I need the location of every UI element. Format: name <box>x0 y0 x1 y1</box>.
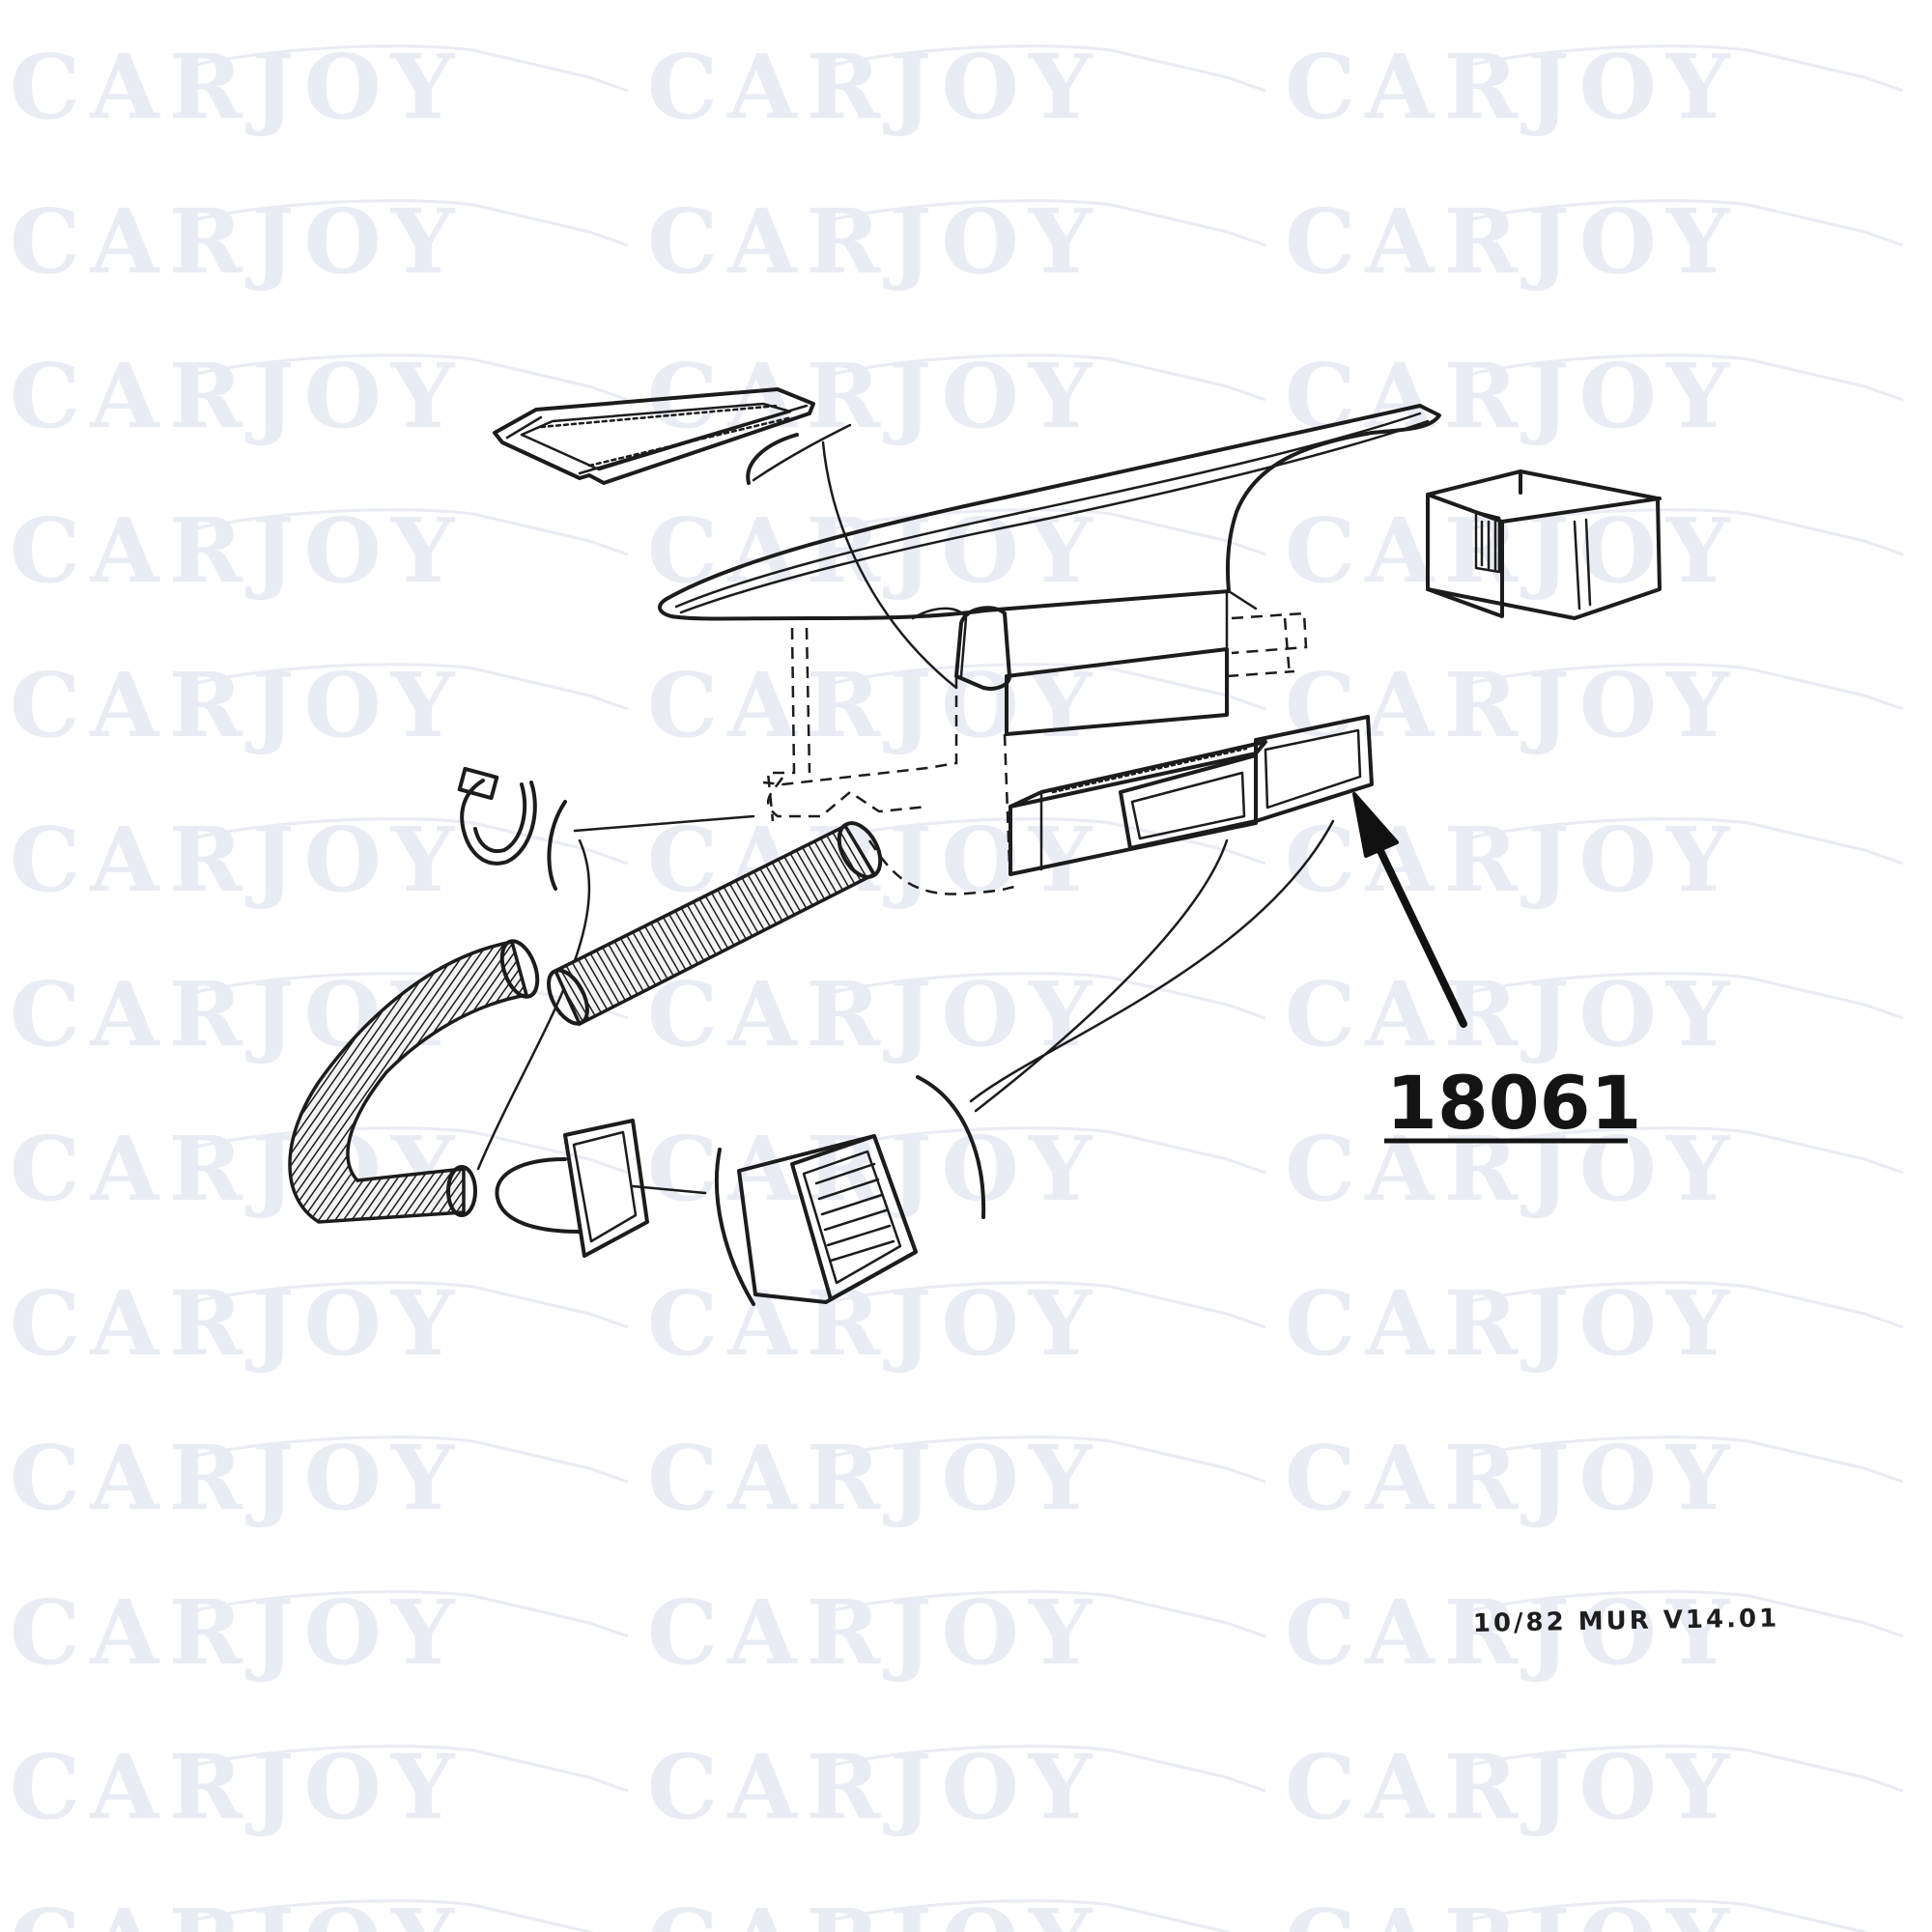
watermark-text: CARJOY <box>1285 653 1739 757</box>
car-silhouette-icon <box>183 817 629 866</box>
car-silhouette-icon <box>1458 1590 1904 1638</box>
watermark-text: CARJOY <box>647 1271 1101 1376</box>
watermark-text: CARJOY <box>1285 1735 1739 1839</box>
lower-vent-funnel <box>495 1119 649 1258</box>
car-silhouette-icon <box>183 1281 629 1329</box>
watermark-text: CARJOY <box>647 1426 1101 1530</box>
car-silhouette-icon <box>183 663 629 711</box>
car-silhouette-icon <box>1458 354 1904 402</box>
car-silhouette-icon <box>820 817 1266 866</box>
car-silhouette-icon <box>1458 972 1904 1020</box>
car-silhouette-icon <box>820 508 1266 556</box>
straight-hose <box>547 821 883 1027</box>
car-silhouette-icon <box>1458 199 1904 247</box>
dashboard-shelf <box>658 404 1441 736</box>
car-silhouette-icon <box>1458 1281 1904 1329</box>
car-silhouette-icon <box>820 44 1266 93</box>
watermark-text: CARJOY <box>1285 344 1739 448</box>
leader-brackets <box>547 433 986 1306</box>
grille-slat <box>820 1193 884 1216</box>
car-silhouette-icon <box>820 1435 1266 1484</box>
car-silhouette-icon <box>183 199 629 247</box>
car-silhouette-icon <box>1458 817 1904 866</box>
car-silhouette-icon <box>1458 663 1904 711</box>
watermark-text: CARJOY <box>10 498 464 603</box>
top-right-vent <box>1426 469 1662 620</box>
watermark-text: CARJOY <box>647 1889 1101 1932</box>
watermark-text: CARJOY <box>10 1735 464 1839</box>
bent-hose <box>288 939 540 1224</box>
center-bracket <box>911 606 1011 691</box>
watermark-text: CARJOY <box>1285 1580 1739 1685</box>
car-silhouette-icon <box>183 44 629 93</box>
watermark-text: CARJOY <box>10 344 464 448</box>
car-silhouette-icon <box>183 508 629 556</box>
car-silhouette-icon <box>1458 1899 1869 1932</box>
car-silhouette-icon <box>820 199 1266 247</box>
car-silhouette-icon <box>183 1745 629 1793</box>
grille-slat <box>829 1239 895 1263</box>
grille-slat <box>817 1178 880 1201</box>
watermark-text: CARJOY <box>1285 1271 1739 1376</box>
watermark-text: CARJOY <box>1285 189 1739 294</box>
car-silhouette-icon <box>820 1590 1266 1638</box>
grille-slat <box>823 1208 888 1232</box>
part-number-callout: 18061 <box>1384 1060 1641 1146</box>
watermark-text: CARJOY <box>647 498 1101 603</box>
car-silhouette-icon <box>183 354 629 402</box>
watermark-text: CARJOY <box>10 1271 464 1376</box>
watermark-text: CARJOY <box>10 1426 464 1530</box>
grille-slat <box>814 1162 876 1185</box>
watermark-text: CARJOY <box>1285 498 1739 603</box>
grille-slat <box>826 1224 892 1247</box>
watermark-text: CARJOY <box>1285 808 1739 912</box>
car-silhouette-icon <box>1458 1435 1904 1484</box>
watermark-text: CARJOY <box>647 1117 1101 1221</box>
watermark-text: CARJOY <box>647 1580 1101 1685</box>
watermark-text: CARJOY <box>1285 1426 1739 1530</box>
part-number-label: 18061 <box>1386 1060 1641 1146</box>
watermark-text: CARJOY <box>1285 1889 1739 1932</box>
hidden-duct-outline <box>762 611 1308 895</box>
watermark-text: CARJOY <box>1285 35 1739 139</box>
watermark-text: CARJOY <box>10 808 464 912</box>
front-vent-duct-18061 <box>1009 715 1374 876</box>
watermark-text: CARJOY <box>647 189 1101 294</box>
watermark-text: CARJOY <box>10 653 464 757</box>
drawing-revision-code: 10/82 MUR V14.01 <box>1473 1604 1780 1638</box>
car-silhouette-icon <box>820 663 1266 711</box>
watermark-text: CARJOY <box>1285 1117 1739 1221</box>
car-silhouette-icon <box>820 1281 1266 1329</box>
watermark-text: CARJOY <box>1285 962 1739 1066</box>
lower-grille-vent <box>737 1134 918 1304</box>
car-silhouette-icon <box>183 1590 629 1638</box>
watermark-text: CARJOY <box>647 962 1101 1066</box>
watermark-text: CARJOY <box>10 1580 464 1685</box>
watermark-text: CARJOY <box>647 653 1101 757</box>
watermark-text: CARJOY <box>647 1735 1101 1839</box>
arrow-icon <box>1352 792 1467 1028</box>
watermark-layer: CARJOY CARJOY CARJOY CARJOY CARJOY CARJOY CARJ… <box>10 35 1904 1932</box>
watermark-text: CARJOY <box>10 1889 464 1932</box>
car-silhouette-icon <box>183 1435 629 1484</box>
car-silhouette-icon <box>1458 1745 1904 1793</box>
hose-clamp <box>457 766 537 866</box>
top-panel-gasket <box>493 387 815 485</box>
car-silhouette-icon <box>183 1899 594 1932</box>
watermark-text: CARJOY <box>647 35 1101 139</box>
watermark-text: CARJOY <box>10 35 464 139</box>
watermark-text: CARJOY <box>10 189 464 294</box>
car-silhouette-icon <box>820 354 1266 402</box>
car-silhouette-icon <box>820 972 1266 1020</box>
car-silhouette-icon <box>1458 44 1904 93</box>
car-silhouette-icon <box>820 1745 1266 1793</box>
car-silhouette-icon <box>820 1899 1232 1932</box>
